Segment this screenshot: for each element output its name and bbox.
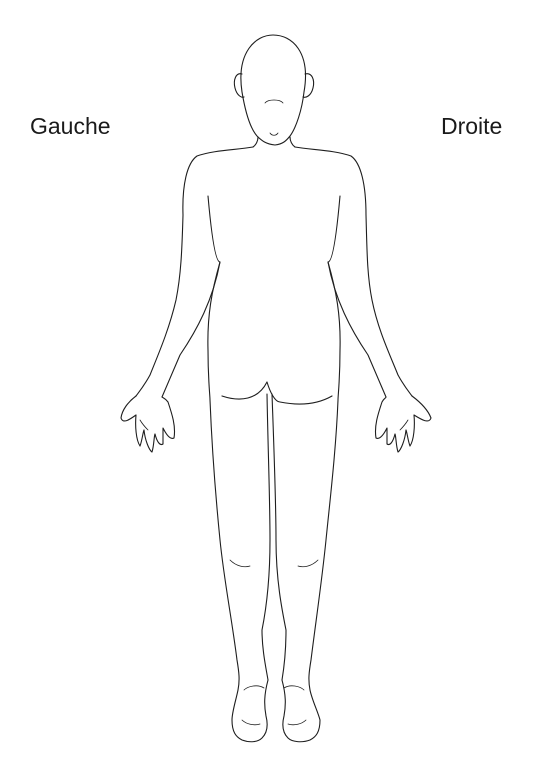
right-arm-outer — [294, 146, 413, 397]
buttocks-crease — [221, 381, 333, 405]
right-arm-inner — [327, 195, 387, 398]
left-leg-inner — [261, 393, 271, 681]
right-ear — [302, 73, 315, 98]
right-side-label: Droite — [441, 113, 503, 139]
right-waist — [327, 261, 341, 401]
hairline — [264, 99, 284, 104]
right-leg-outer — [281, 399, 339, 743]
left-ear — [233, 73, 245, 98]
left-knee-detail — [229, 559, 251, 568]
head-outline — [240, 34, 306, 146]
right-ankle — [283, 685, 305, 691]
left-hand-detail — [139, 419, 149, 431]
left-heel — [241, 719, 261, 726]
neck-right — [289, 136, 296, 148]
right-heel — [287, 719, 307, 726]
left-waist — [207, 261, 221, 401]
spine-top — [269, 132, 279, 136]
right-hand-detail — [399, 419, 409, 431]
left-side-label: Gauche — [30, 113, 111, 139]
neck-left — [252, 136, 259, 148]
right-hand — [374, 395, 432, 453]
left-ankle — [243, 685, 265, 691]
left-hand — [120, 395, 176, 453]
right-leg-inner — [271, 393, 287, 681]
left-arm-inner — [161, 195, 221, 398]
right-knee-detail — [297, 559, 319, 568]
left-leg-outer — [209, 399, 269, 743]
left-arm-outer — [135, 146, 254, 397]
